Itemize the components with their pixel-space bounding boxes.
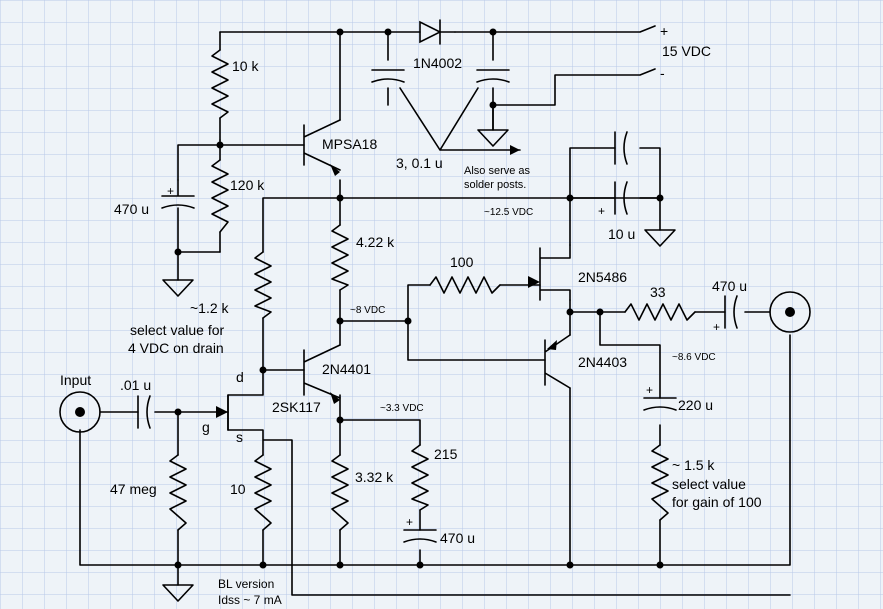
label-input: Input: [60, 372, 91, 388]
label-minus: -: [660, 65, 665, 81]
resistor-100: [429, 276, 501, 294]
resistor-1-5k: [651, 444, 669, 521]
jacks: [59, 291, 811, 433]
label-2sk117: 2SK117: [272, 399, 321, 415]
label-8vdc: ~8 VDC: [350, 305, 385, 316]
label-15vdc: 15 VDC: [662, 43, 711, 59]
label-select-drain: select value for: [130, 322, 224, 338]
label-idss: Idss ~ 7 mA: [218, 593, 282, 607]
label-s: s: [236, 429, 243, 445]
label-220u: 220 u: [678, 397, 713, 413]
label-1-2k: ~1.2 k: [190, 300, 230, 316]
capacitors: [137, 69, 738, 543]
label-470u-out: 470 u: [712, 278, 747, 294]
label-3-32k: 3.32 k: [355, 469, 394, 485]
cap-output: [724, 295, 738, 329]
cap-supply-2: [476, 69, 510, 83]
label-mpsa18: MPSA18: [322, 136, 377, 152]
cap-10u: [614, 181, 628, 215]
label-g: g: [202, 419, 210, 435]
label-select-gain: select value: [672, 476, 746, 492]
label-10: 10: [230, 481, 246, 497]
cap-input: [137, 395, 151, 429]
label-4-22k: 4.22 k: [356, 234, 395, 250]
label-8-6vdc: ~8.6 VDC: [672, 352, 716, 363]
cap-470u: [161, 179, 195, 209]
label-01u: .01 u: [120, 377, 151, 393]
label-gain-100: for gain of 100: [672, 494, 762, 510]
label-plus-out: +: [713, 320, 720, 334]
resistor-3-32k: [331, 454, 349, 531]
grounds: [162, 104, 676, 602]
label-47meg: 47 meg: [110, 481, 157, 497]
label-plus-10u: +: [598, 204, 605, 218]
label-215: 215: [434, 446, 458, 462]
label-plus: +: [660, 23, 668, 39]
resistor-10: [254, 454, 272, 531]
label-12-5vdc: ~12.5 VDC: [484, 207, 533, 218]
resistor-1-2k: [254, 251, 272, 319]
resistor-215: [411, 444, 429, 511]
diode-1n4002: [419, 19, 456, 45]
resistor-47meg: [169, 454, 187, 531]
label-1n4002: 1N4002: [413, 55, 462, 71]
label-plus-470u-lower: +: [406, 515, 413, 529]
label-120k: 120 k: [230, 177, 265, 193]
label-470u: 470 u: [114, 201, 149, 217]
label-33: 33: [650, 284, 666, 300]
junctions: [174, 28, 664, 569]
label-470u-lower: 470 u: [440, 530, 475, 546]
wires: [79, 25, 791, 596]
q-mpsa18: [303, 119, 341, 171]
cap-supply-1: [371, 69, 405, 83]
label-note-2: solder posts.: [464, 179, 526, 191]
label-bl-version: BL version: [218, 577, 274, 591]
label-100: 100: [450, 254, 474, 270]
label-2n4403: 2N4403: [578, 354, 627, 370]
label-10k: 10 k: [232, 58, 259, 74]
resistor-120k: [211, 159, 229, 233]
label-plus-470u: +: [167, 184, 174, 198]
label-2n5486: 2N5486: [578, 269, 627, 285]
label-d: d: [236, 369, 244, 385]
cap-470u-lower: [403, 529, 437, 543]
resistors: [169, 49, 696, 531]
transistors: [216, 119, 571, 431]
label-2n4401: 2N4401: [322, 361, 371, 377]
label-3-caps: 3, 0.1 u: [396, 155, 443, 171]
label-10u: 10 u: [608, 226, 635, 242]
resistor-10k: [211, 49, 229, 119]
resistor-4-22k: [331, 224, 349, 291]
cap-220u: [643, 397, 677, 411]
label-4vdc-drain: 4 VDC on drain: [128, 340, 224, 356]
cap-upper-right: [614, 131, 628, 165]
label-1-5k: ~ 1.5 k: [672, 457, 715, 473]
q-2n5486: [539, 244, 571, 301]
labels: + - 15 VDC 1N4002 3, 0.1 u Also serve as…: [60, 23, 762, 607]
resistor-33: [624, 303, 696, 321]
label-note-1: Also serve as: [464, 165, 531, 177]
pointer-arrows: [399, 87, 521, 155]
label-plus-220u: +: [646, 383, 653, 397]
label-3-3vdc: ~3.3 VDC: [380, 403, 424, 414]
